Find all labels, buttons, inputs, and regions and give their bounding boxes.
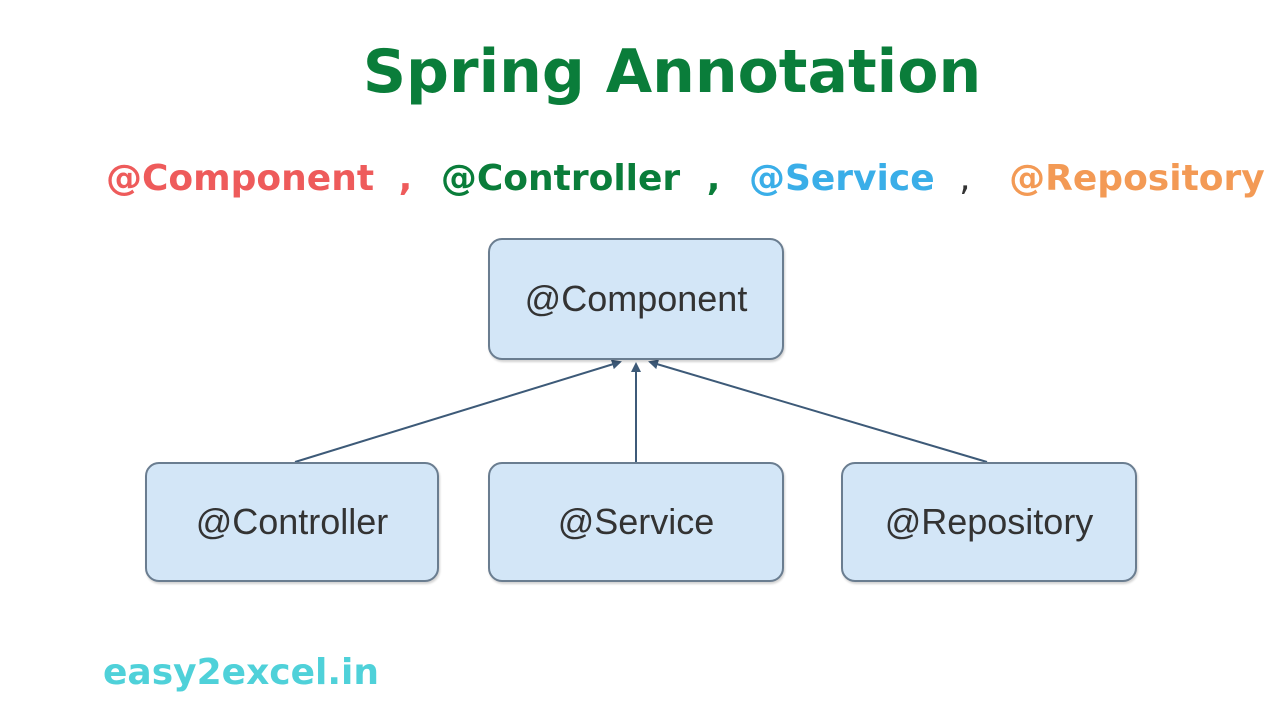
annotation-repository: @Repository [1009, 158, 1265, 199]
page-title: Spring Annotation [362, 37, 982, 107]
service-label: @Service [557, 501, 715, 542]
annotation-controller: @Controller [440, 158, 681, 199]
annotation-service: @Service [748, 158, 935, 199]
separator: , [398, 158, 413, 199]
service-box: @Service [488, 462, 784, 582]
annotation-component: @Component [106, 158, 375, 199]
component-box: @Component [488, 238, 784, 360]
separator: , [959, 158, 971, 199]
repository-label: @Repository [884, 501, 1094, 542]
controller-label: @Controller [195, 501, 389, 542]
repository-box: @Repository [841, 462, 1137, 582]
separator: , [706, 158, 721, 199]
arrow-repository-to-component [648, 359, 988, 463]
arrow-controller-to-component [294, 359, 622, 463]
component-label: @Component [524, 278, 748, 319]
controller-box: @Controller [145, 462, 439, 582]
site-watermark: easy2excel.in [103, 652, 380, 693]
annotation-list: @Component , @Controller , @Service , @R… [106, 154, 1265, 204]
